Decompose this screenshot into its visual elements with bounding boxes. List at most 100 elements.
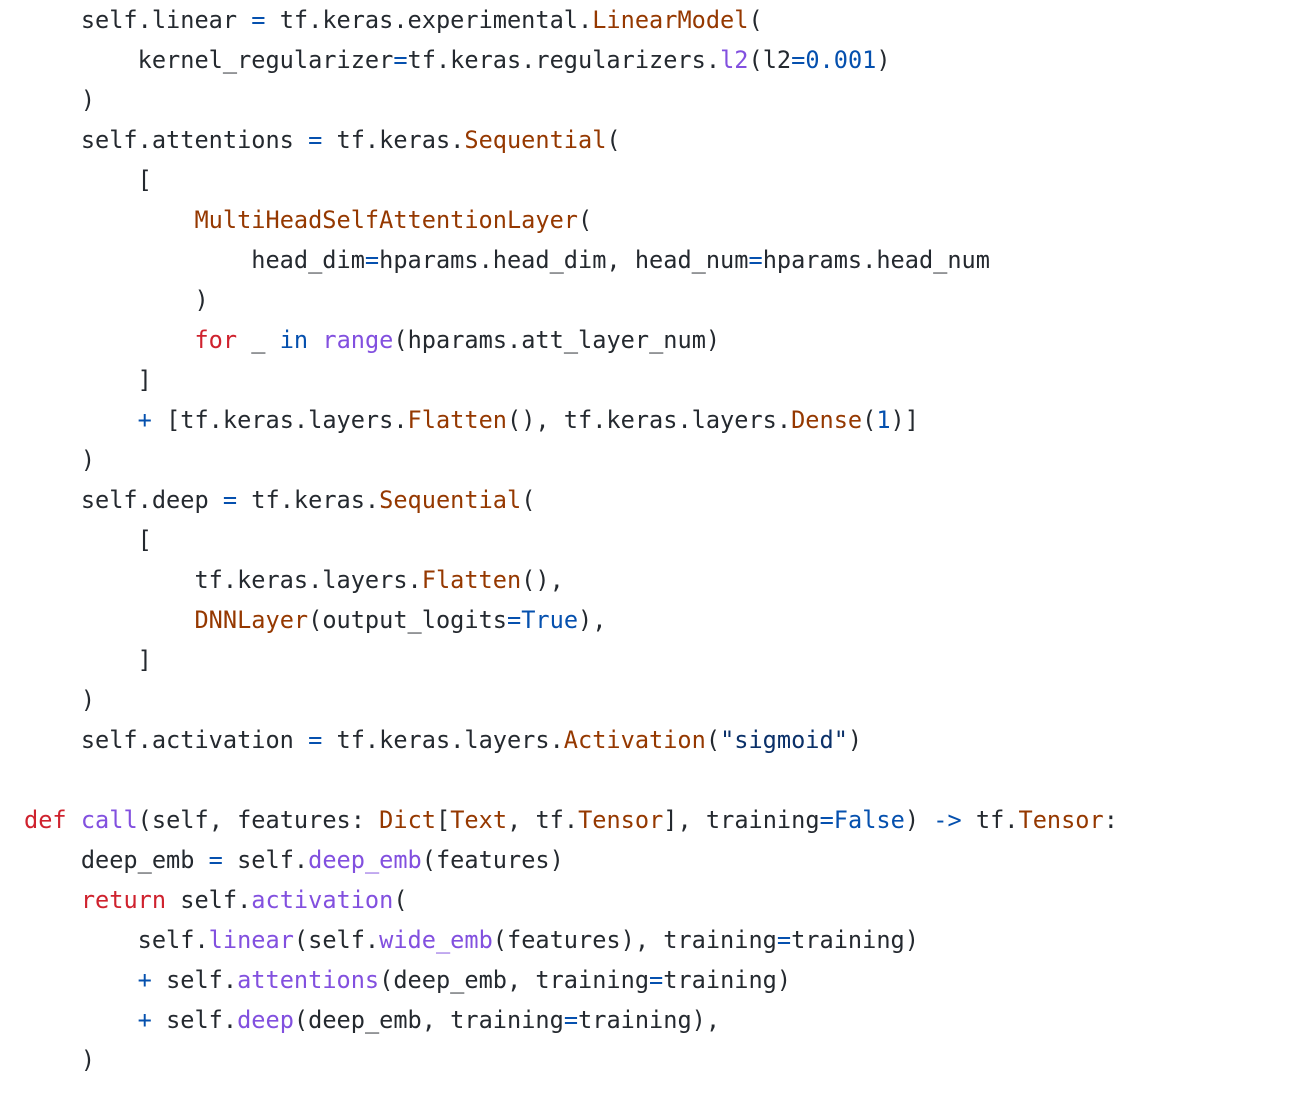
- code-token: (: [748, 6, 763, 34]
- code-token: (output_logits: [308, 606, 507, 634]
- code-token: +: [137, 1006, 152, 1034]
- code-token: self.: [24, 926, 209, 954]
- code-token: hparams.head_num: [762, 246, 990, 274]
- code-token: +: [137, 406, 152, 434]
- code-line: self.activation = tf.keras.layers.Activa…: [24, 720, 1294, 760]
- code-token: =: [649, 966, 664, 994]
- code-token: [67, 806, 81, 834]
- code-token: "sigmoid": [720, 726, 848, 754]
- code-token: self.: [151, 966, 238, 994]
- code-token: (hparams.att_layer_num): [393, 326, 721, 354]
- code-line: def call(self, features: Dict[Text, tf.T…: [24, 800, 1294, 840]
- code-token: tf.keras.: [322, 126, 465, 154]
- code-token: =: [308, 726, 323, 754]
- code-token: (),: [521, 566, 564, 594]
- code-line: self.linear(self.wide_emb(features), tra…: [24, 920, 1294, 960]
- code-line: head_dim=hparams.head_dim, head_num=hpar…: [24, 240, 1294, 280]
- code-token: self.activation: [24, 726, 309, 754]
- code-token: Sequential: [464, 126, 607, 154]
- code-token: =: [364, 246, 380, 274]
- code-token: =: [308, 126, 323, 154]
- code-token: Tensor: [578, 806, 664, 834]
- code-line: + self.attentions(deep_emb, training=tra…: [24, 960, 1294, 1000]
- code-token: call: [80, 806, 138, 834]
- code-token: (l2: [748, 46, 792, 74]
- code-token: deep_emb: [308, 846, 422, 874]
- code-line: self.attentions = tf.keras.Sequential(: [24, 120, 1294, 160]
- code-token: ->: [933, 806, 962, 834]
- code-token: LinearModel: [592, 6, 749, 34]
- code-token: [24, 1006, 138, 1034]
- code-token: self.deep: [24, 486, 223, 514]
- code-token: ]: [24, 646, 152, 674]
- code-line: deep_emb = self.deep_emb(features): [24, 840, 1294, 880]
- code-line: ): [24, 680, 1294, 720]
- code-line: DNNLayer(output_logits=True),: [24, 600, 1294, 640]
- code-token: training): [663, 966, 792, 994]
- code-token: (: [578, 206, 593, 234]
- code-token: ): [24, 446, 96, 474]
- code-token: [: [24, 166, 152, 194]
- code-token: (self.: [293, 926, 380, 954]
- code-token: =: [563, 1006, 579, 1034]
- code-line: + [tf.keras.layers.Flatten(), tf.keras.l…: [24, 400, 1294, 440]
- code-token: =: [776, 926, 792, 954]
- code-token: self.: [151, 1006, 238, 1034]
- code-token: [24, 886, 81, 914]
- code-token: [tf.keras.layers.: [151, 406, 408, 434]
- code-token: MultiHeadSelfAttentionLayer: [194, 206, 578, 234]
- code-line: tf.keras.layers.Flatten(),: [24, 560, 1294, 600]
- code-token: self.: [222, 846, 309, 874]
- code-token: =: [506, 606, 522, 634]
- code-line: kernel_regularizer=tf.keras.regularizers…: [24, 40, 1294, 80]
- code-token: ): [24, 686, 96, 714]
- code-line: + self.deep(deep_emb, training=training)…: [24, 1000, 1294, 1040]
- code-line: return self.activation(: [24, 880, 1294, 920]
- code-line: ): [24, 440, 1294, 480]
- code-token: ): [24, 1046, 96, 1074]
- code-token: (: [862, 406, 877, 434]
- code-token: [24, 606, 194, 634]
- code-line: ]: [24, 640, 1294, 680]
- code-token: training): [791, 926, 919, 954]
- code-token: ): [24, 286, 209, 314]
- code-token: 0.001: [805, 46, 877, 74]
- code-token: =: [748, 246, 763, 274]
- code-line: [: [24, 160, 1294, 200]
- code-token: ): [904, 806, 934, 834]
- code-token: linear: [208, 926, 294, 954]
- code-line: ]: [24, 360, 1294, 400]
- code-token: in: [279, 326, 309, 354]
- code-token: True: [521, 606, 579, 634]
- code-token: (features), training: [492, 926, 777, 954]
- code-token: attentions: [237, 966, 380, 994]
- code-token: Flatten: [407, 406, 507, 434]
- code-token: +: [137, 966, 152, 994]
- code-token: deep_emb: [24, 846, 209, 874]
- code-token: (: [393, 886, 408, 914]
- code-line: MultiHeadSelfAttentionLayer(: [24, 200, 1294, 240]
- code-token: 1: [876, 406, 891, 434]
- code-token: tf.keras.: [237, 486, 380, 514]
- code-token: tf.: [961, 806, 1019, 834]
- code-token: (: [521, 486, 536, 514]
- code-token: [: [24, 526, 152, 554]
- code-token: tf.keras.layers.: [24, 566, 422, 594]
- code-token: (: [705, 726, 721, 754]
- code-token: [24, 206, 194, 234]
- code-token: Flatten: [421, 566, 522, 594]
- code-token: [24, 406, 138, 434]
- code-token: ): [876, 46, 891, 74]
- code-token: ): [847, 726, 863, 754]
- code-token: _: [237, 326, 280, 354]
- code-token: DNNLayer: [194, 606, 309, 634]
- code-token: =: [791, 46, 806, 74]
- code-token: range: [322, 326, 394, 354]
- code-token: :: [1103, 806, 1118, 834]
- code-token: return: [80, 886, 167, 914]
- code-line: for _ in range(hparams.att_layer_num): [24, 320, 1294, 360]
- code-token: [: [435, 806, 451, 834]
- code-token: [308, 326, 322, 354]
- code-token: head_dim: [24, 246, 365, 274]
- code-line: ): [24, 80, 1294, 120]
